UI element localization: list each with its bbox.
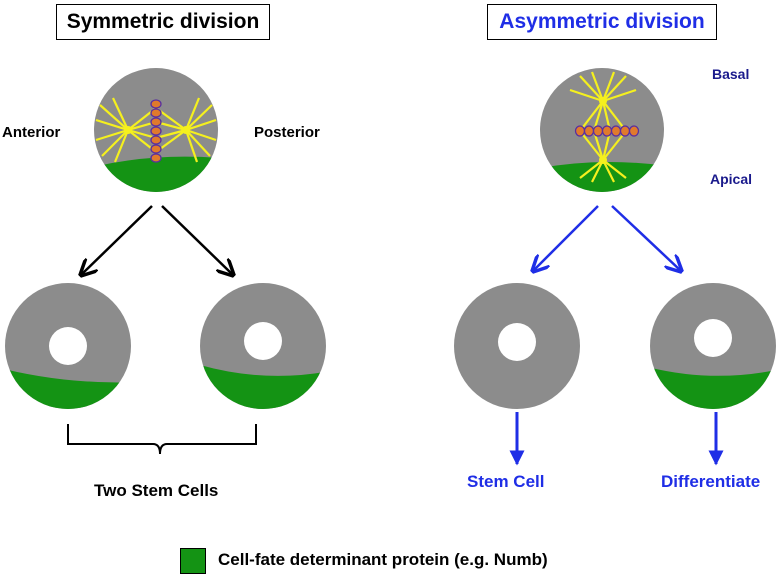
arrow-to-stem-daughter (534, 205, 599, 270)
symmetric-daughter-left (5, 283, 131, 409)
symmetric-mother-cell (94, 68, 218, 192)
differentiating-daughter-cell (650, 283, 776, 409)
stem-daughter-cell (454, 283, 580, 409)
chromosomes-horizontal (574, 125, 640, 137)
chromosomes-vertical (150, 99, 162, 163)
arrow-to-left-daughter (82, 205, 153, 274)
grouping-bracket (67, 424, 257, 455)
posterior-label: Posterior (254, 124, 320, 141)
legend-text: Cell-fate determinant protein (e.g. Numb… (218, 550, 548, 569)
basal-label: Basal (712, 66, 750, 82)
differentiate-fate-label: Differentiate (661, 472, 761, 491)
legend-swatch (180, 548, 206, 574)
asymmetric-title: Asymmetric division (487, 4, 717, 40)
apical-label: Apical (710, 171, 753, 187)
two-stem-cells-label: Two Stem Cells (94, 481, 219, 500)
arrow-to-right-daughter (161, 205, 232, 274)
spindle-vertical (569, 71, 637, 183)
symmetric-title: Symmetric division (56, 4, 270, 40)
arrow-to-differentiating-daughter (611, 205, 680, 270)
anterior-label: Anterior (2, 124, 61, 141)
stem-cell-fate-label: Stem Cell (467, 472, 545, 491)
asymmetric-mother-cell (540, 68, 664, 192)
symmetric-daughter-right (200, 283, 326, 409)
